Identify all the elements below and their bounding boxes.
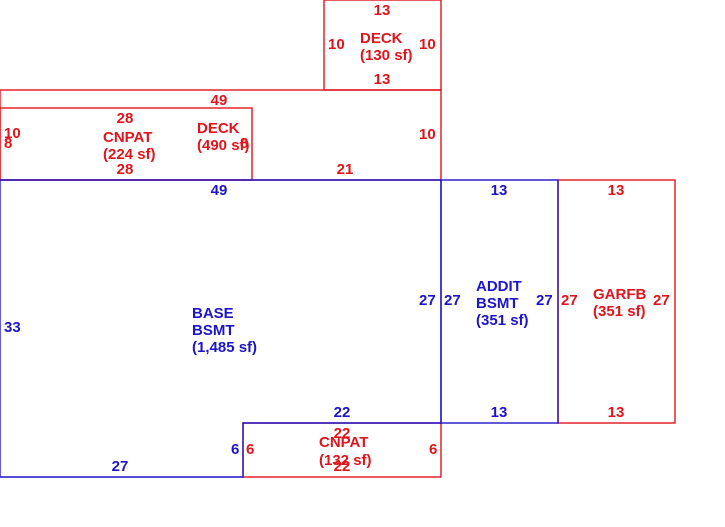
cnpat-bottom-area-sf: (132 sf) [319,452,372,469]
deck-mid-area-sf: (490 sf) [197,137,250,154]
base-dim-step: 6 [231,441,239,458]
addit-dim-top: 13 [491,182,508,199]
cnpat-bottom-dim-top: 22 [334,425,351,442]
deck-top-area-sf: (130 sf) [360,47,413,64]
cnpat-top-dim-right: 8 [240,135,248,152]
addit-name-line1: ADDIT [476,278,522,295]
cnpat-top-area-sf: (224 sf) [103,146,156,163]
addit-bsmt-outline [440,179,559,424]
deck-top-dim-top: 13 [374,2,391,19]
addit-bsmt-area: 13 27 ADDIT BSMT (351 sf) 27 13 [444,182,553,421]
base-name-line2: BSMT [192,322,235,339]
garfb-dim-left: 27 [561,292,578,309]
addit-dim-bottom: 13 [491,404,508,421]
base-dim-bottom-right: 22 [334,404,351,421]
deck-mid-dim-top: 49 [211,92,228,109]
cnpat-bottom-dim-right: 6 [429,441,437,458]
deck-mid-area: 49 DECK (490 sf) 10 21 [197,92,436,178]
addit-area-sf: (351 sf) [476,312,529,329]
garfb-area: 13 27 GARFB (351 sf) 27 13 [561,182,670,421]
addit-name-line2: BSMT [476,295,519,312]
cnpat-top-dim-bottom: 28 [117,161,134,178]
garfb-name: GARFB [593,286,646,303]
cnpat-top-dim-left-a: 10 [4,125,21,142]
cnpat-top-dim-left-b: 8 [4,135,12,152]
deck-top-dim-right: 10 [419,36,436,53]
deck-mid-name: DECK [197,120,240,137]
deck-top-name: DECK [360,30,403,47]
base-area-sf: (1,485 sf) [192,339,257,356]
deck-top-area: 13 10 10 DECK (130 sf) 13 [328,2,436,88]
deck-mid-dim-right: 10 [419,126,436,143]
base-name-line1: BASE [192,305,234,322]
addit-dim-right: 27 [536,292,553,309]
cnpat-bottom-name: CNPAT [319,434,368,451]
garfb-dim-bottom: 13 [608,404,625,421]
garfb-area-sf: (351 sf) [593,303,646,320]
base-bsmt-area: 49 33 27 BASE BSMT (1,485 sf) 22 6 27 [4,182,436,475]
base-dim-right: 27 [419,292,436,309]
deck-top-dim-left: 10 [328,36,345,53]
cnpat-bottom-area: 22 6 CNPAT (132 sf) 6 22 [246,425,437,475]
cnpat-top-dim-top: 28 [117,110,134,127]
cnpat-bottom-dim-bottom: 22 [334,458,351,475]
base-dim-bottom-left: 27 [112,458,129,475]
base-dim-left: 33 [4,319,21,336]
deck-mid-dim-bottom: 21 [337,161,354,178]
cnpat-top-name: CNPAT [103,129,152,146]
cnpat-top-area: 28 10 8 CNPAT (224 sf) 8 28 [4,110,248,178]
deck-top-dim-bottom: 13 [374,71,391,88]
cnpat-bottom-dim-left: 6 [246,441,254,458]
base-dim-top: 49 [211,182,228,199]
addit-dim-left: 27 [444,292,461,309]
garfb-dim-right: 27 [653,292,670,309]
garfb-dim-top: 13 [608,182,625,199]
